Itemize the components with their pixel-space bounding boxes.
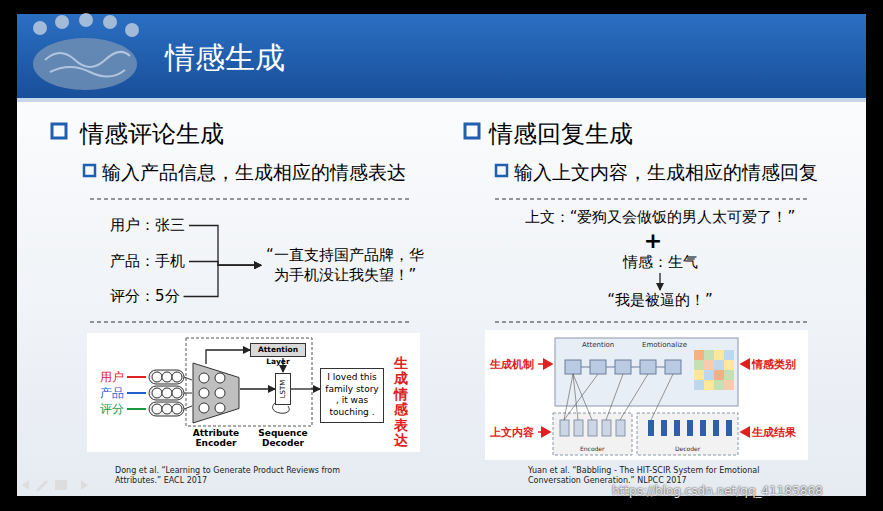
node-text: “我是被逼的！” bbox=[607, 291, 713, 310]
bullet-text: 输入上文内容，生成相应的情感回复 bbox=[514, 160, 818, 186]
bullet-text: 输入产品信息，生成相应的情感表达 bbox=[102, 160, 406, 186]
panel-label: Decoder bbox=[675, 445, 700, 452]
neuron-dot bbox=[215, 403, 225, 413]
process-box: Attention Layer bbox=[250, 343, 306, 357]
node-text: 评分：5分 bbox=[110, 287, 180, 306]
node-text: 情感：生气 bbox=[623, 253, 698, 272]
trapezoid-outline bbox=[192, 362, 240, 424]
red-annotation: 情感类别 bbox=[752, 357, 796, 372]
input-label: 用户 bbox=[100, 369, 124, 386]
red-annotation: 生成结果 bbox=[752, 425, 796, 440]
red-annotation: 生成情感表达 bbox=[394, 356, 408, 448]
neuron-dot bbox=[199, 388, 209, 398]
text-node: “我是被逼的！” bbox=[607, 291, 713, 310]
neuron-dot bbox=[199, 373, 209, 383]
neuron-dot bbox=[199, 403, 209, 413]
connector bbox=[206, 350, 250, 364]
red-annotation: 上文内容 bbox=[490, 425, 534, 440]
neuron-dot bbox=[215, 373, 225, 383]
text-node: 上文：“爱狗又会做饭的男人太可爱了！” bbox=[525, 208, 796, 227]
text-node: 产品：手机 bbox=[110, 252, 185, 271]
panel-label: Attention bbox=[582, 341, 614, 349]
citation: Dong et al. “Learning to Generate Produc… bbox=[115, 466, 355, 486]
node-text: LSTM bbox=[279, 380, 287, 399]
red-annotation: 生成机制 bbox=[490, 357, 534, 372]
process-box: LSTM bbox=[275, 373, 291, 405]
neuron-dot bbox=[215, 388, 225, 398]
connector bbox=[240, 388, 275, 389]
section-heading: 情感回复生成 bbox=[489, 118, 633, 150]
slide-title: 情感生成 bbox=[165, 38, 285, 79]
node-text: 上文：“爱狗又会做饭的男人太可爱了！” bbox=[525, 208, 796, 227]
connector bbox=[189, 226, 261, 266]
input-label: 评分 bbox=[100, 401, 124, 418]
plus-sign: + bbox=[644, 228, 662, 253]
node-text: “一直支持国产品牌，华为手机没让我失望！” bbox=[265, 245, 425, 286]
connector bbox=[291, 388, 320, 389]
node-text: 产品：手机 bbox=[110, 252, 185, 271]
watermark: https://blog.csdn.net/qq_41185868 bbox=[612, 484, 823, 498]
node-text: I loved this family story , it was touch… bbox=[324, 372, 380, 419]
node-text: Attribute Encoder bbox=[182, 428, 250, 449]
citation: Yuan et al. “Babbling - The HIT-SCIR Sys… bbox=[528, 466, 808, 486]
panel-label: Emotionalize bbox=[642, 341, 687, 349]
panel-label: Encoder bbox=[580, 445, 605, 452]
connector bbox=[659, 273, 660, 290]
text-node: 评分：5分 bbox=[110, 287, 180, 306]
input-label: 产品 bbox=[100, 385, 124, 402]
text-node: 用户：张三 bbox=[110, 216, 185, 235]
module-label: Sequence Decoder bbox=[250, 428, 316, 449]
process-box: I loved this family story , it was touch… bbox=[320, 368, 384, 423]
section-heading: 情感评论生成 bbox=[80, 118, 224, 150]
connector bbox=[184, 265, 261, 296]
node-text: 用户：张三 bbox=[110, 216, 185, 235]
trapezoid-shape bbox=[193, 363, 239, 423]
text-node: 情感：生气 bbox=[623, 253, 698, 272]
text-node: “一直支持国产品牌，华为手机没让我失望！” bbox=[265, 245, 425, 286]
node-text: Attention Layer bbox=[251, 344, 305, 368]
encoder-trapezoid: Attribute Encoder bbox=[192, 362, 240, 424]
